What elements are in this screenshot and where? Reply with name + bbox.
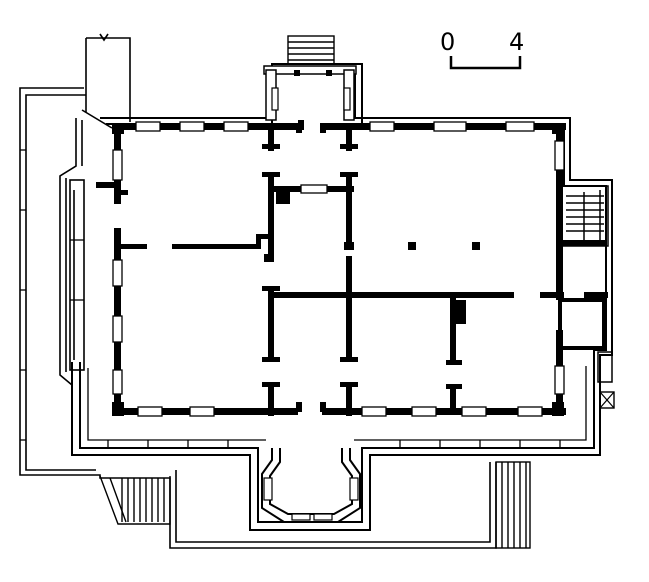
east-service-room [558,240,615,409]
west-veranda-posts [20,149,84,441]
south-west-stair [99,475,171,525]
west-entrance-bay [59,118,85,386]
south-east-stair [495,461,531,549]
scale-start-label: 0 [440,28,455,56]
north-west-annex [81,33,131,129]
exterior-walls [112,121,566,417]
veranda-rim [87,366,587,448]
scale-bar: 0 4 [440,28,524,70]
north-porch [263,65,357,121]
south-bay-window-panes [263,477,359,521]
interior-walls [96,120,608,416]
north-porch-steps [287,35,335,65]
east-stair [561,185,609,247]
outer-terrace-outline [19,87,497,549]
scale-end-label: 4 [509,28,524,56]
south-bay-window [261,448,361,523]
scale-bar-line [449,56,522,70]
